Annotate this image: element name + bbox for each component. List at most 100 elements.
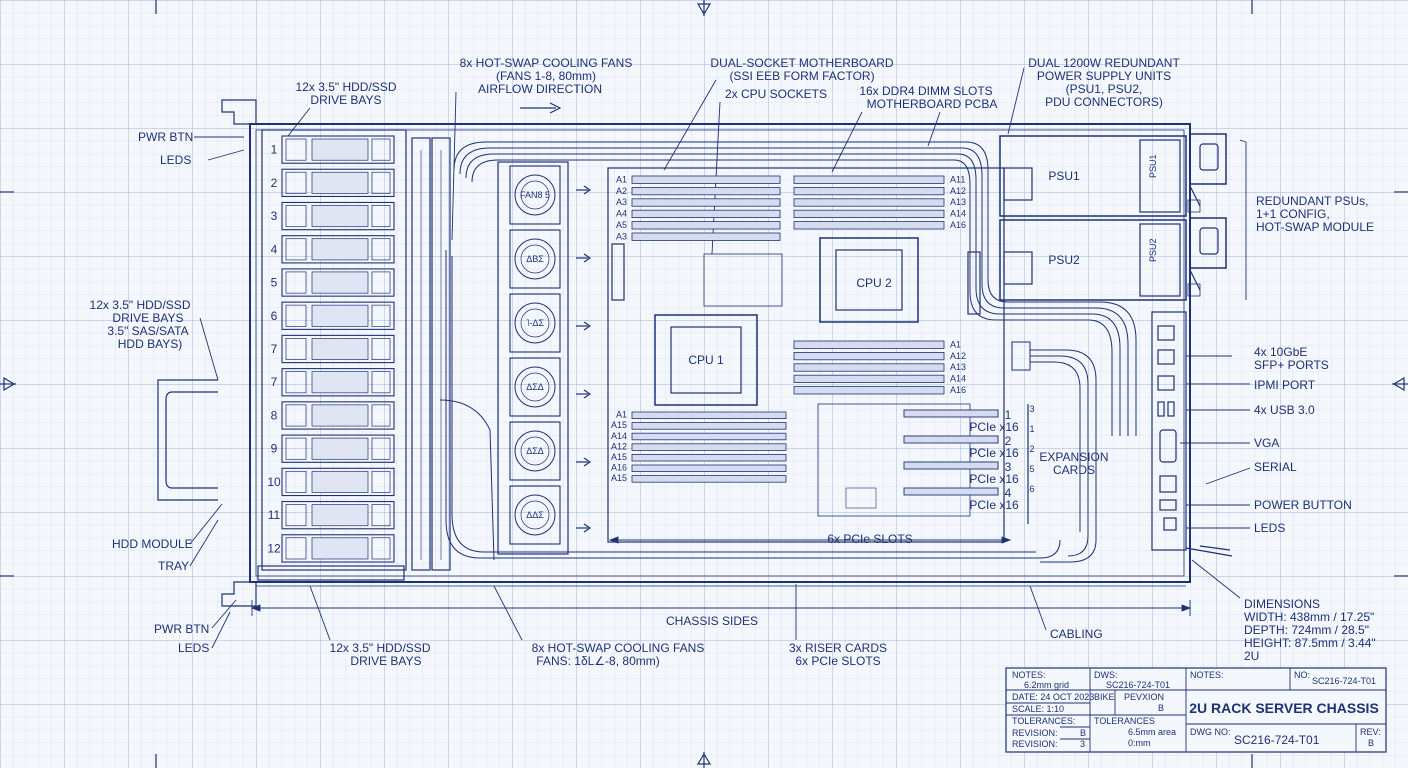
airflow-arrows bbox=[520, 102, 592, 533]
drive-bay: 1 bbox=[271, 135, 395, 164]
drive-number: 2 bbox=[271, 176, 278, 190]
drive-latch bbox=[285, 271, 307, 294]
drive-latch bbox=[285, 404, 307, 427]
drive-vent bbox=[311, 437, 369, 460]
fans-callout-3: AIRFLOW DIRECTION bbox=[478, 82, 602, 96]
tb-revision-row2-value: 3 bbox=[1080, 739, 1085, 749]
dimm-slot bbox=[631, 186, 781, 196]
dimm-slot bbox=[793, 221, 945, 230]
psu1-label: PSU1 bbox=[1048, 169, 1080, 183]
dimm-label: A11 bbox=[950, 174, 965, 184]
dimm-slot bbox=[631, 464, 787, 472]
drive-vent bbox=[311, 371, 369, 394]
drive-carrier bbox=[281, 135, 395, 164]
dimm-label: A13 bbox=[950, 197, 966, 207]
drive-handle bbox=[371, 470, 391, 493]
drive-number: 3 bbox=[271, 209, 278, 223]
fan-label: ΔΔΣ bbox=[526, 510, 544, 520]
chassis bbox=[157, 99, 1191, 607]
dimensions-title: DIMENSIONS bbox=[1244, 597, 1320, 611]
pcie-slot-label: PCIe x16 bbox=[969, 498, 1019, 512]
drive-vent bbox=[311, 171, 369, 194]
drive-handle bbox=[371, 271, 391, 294]
expansion-cards-line1: EXPANSION bbox=[1039, 450, 1108, 464]
drives-left-callout-3: 3.5" SAS/SATA bbox=[107, 324, 188, 338]
pcie-slot-label: PCIe x16 bbox=[969, 446, 1019, 460]
drive-vent bbox=[311, 138, 369, 161]
pcie-slot-number: 4 bbox=[1005, 486, 1012, 500]
dimensions-width: WIDTH: 438mm / 17.25" bbox=[1244, 610, 1374, 624]
pcie-slot-number: 1 bbox=[1005, 408, 1012, 422]
tb-rev-value: B bbox=[1368, 738, 1374, 748]
dimm-slot bbox=[631, 432, 787, 441]
drive-vent bbox=[311, 304, 369, 327]
dimm-label: A12 bbox=[611, 441, 627, 451]
fan-frame bbox=[509, 485, 561, 545]
cpu1-label: CPU 1 bbox=[688, 353, 724, 367]
redundant-psus-callout-2: 1+1 CONFIG, bbox=[1256, 207, 1330, 221]
pcie-side-number: 6 bbox=[1029, 484, 1034, 494]
drive-vent bbox=[311, 404, 369, 427]
drive-bay: 6 bbox=[271, 301, 395, 330]
dimm-slot bbox=[631, 232, 781, 241]
drive-bay: 4 bbox=[271, 235, 395, 264]
dimm-label: A12 bbox=[950, 186, 966, 196]
tb-rev-label: REV: bbox=[1360, 727, 1381, 737]
drive-number: 7 bbox=[271, 342, 278, 356]
dimm-slots: A1A2A3A4A5A3A11A12A13A14A16A1A12A13A14A1… bbox=[611, 174, 966, 483]
fan-hub bbox=[520, 436, 550, 466]
drives-left-callout-4: HDD BAYS) bbox=[118, 337, 182, 351]
drive-carrier bbox=[281, 401, 395, 430]
cabling-callout: CABLING bbox=[1050, 627, 1103, 641]
pcie-dimension bbox=[608, 536, 1012, 544]
fan-frame bbox=[509, 165, 561, 225]
sfp-callout-1: 4x 10GbE bbox=[1254, 345, 1307, 359]
drive-carrier bbox=[281, 467, 395, 497]
drive-handle bbox=[371, 504, 391, 527]
pcie-slot bbox=[903, 435, 999, 444]
tb-bike-label: BIKE bbox=[1094, 692, 1115, 702]
dimensions-height: HEIGHT: 87.5mm / 3.44" bbox=[1244, 636, 1376, 650]
drive-carrier bbox=[281, 534, 395, 563]
tb-no-label: NO: bbox=[1294, 670, 1310, 680]
drives-top-callout-1: 12x 3.5" HDD/SSD bbox=[296, 80, 397, 94]
dimm-label: A16 bbox=[611, 463, 627, 473]
fan-hub bbox=[520, 244, 550, 274]
cpu-sockets-callout: 2x CPU SOCKETS bbox=[725, 87, 827, 101]
ipmi-callout: IPMI PORT bbox=[1254, 378, 1316, 392]
tb-tol-value2: 0:mm bbox=[1128, 738, 1151, 748]
drive-number: 6 bbox=[271, 309, 278, 323]
sfp-callout-2: SFP+ PORTS bbox=[1254, 358, 1329, 372]
dimm-slot bbox=[793, 374, 945, 384]
leader-lines bbox=[189, 67, 1251, 649]
drives-left-callout-2: DRIVE BAYS bbox=[112, 311, 183, 325]
dimm-label: A5 bbox=[616, 220, 627, 230]
drive-handle bbox=[371, 238, 391, 261]
fan-hub bbox=[520, 308, 550, 338]
drive-carrier bbox=[281, 168, 395, 198]
dimm-slot bbox=[631, 198, 781, 207]
dimm-label: A14 bbox=[611, 431, 627, 441]
dimm-slot bbox=[793, 351, 945, 361]
drives-top-callout-2: DRIVE BAYS bbox=[310, 93, 381, 107]
drive-number: 10 bbox=[267, 475, 281, 489]
drive-number: 11 bbox=[268, 508, 281, 522]
drive-carrier bbox=[281, 268, 395, 297]
dimm-label: A16 bbox=[950, 220, 966, 230]
drive-number: 5 bbox=[271, 276, 278, 290]
serial-callout: SERIAL bbox=[1254, 460, 1297, 474]
redundant-psus-callout-3: HOT-SWAP MODULE bbox=[1256, 220, 1374, 234]
fan-label: ΔBΣ bbox=[526, 254, 544, 264]
drive-latch bbox=[285, 238, 307, 261]
drive-latch bbox=[285, 371, 307, 394]
dimm-slot bbox=[793, 363, 945, 372]
mobo-callout-1: DUAL-SOCKET MOTHERBOARD bbox=[710, 56, 893, 70]
fan-label: ΔΣΔ bbox=[526, 382, 544, 392]
dimm-slot bbox=[631, 443, 787, 451]
power-button-callout: POWER BUTTON bbox=[1254, 498, 1352, 512]
drive-bay: 7 bbox=[271, 368, 395, 397]
fan-frame bbox=[509, 421, 561, 481]
dimm-label: A16 bbox=[950, 385, 966, 395]
